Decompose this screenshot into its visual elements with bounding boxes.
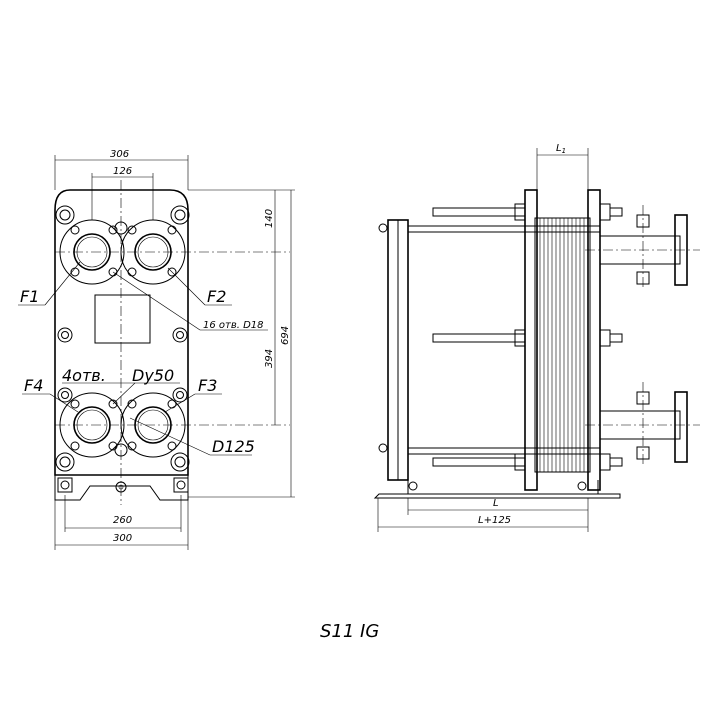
dim-300: 300 [113, 533, 132, 544]
label-f2: F2 [207, 287, 226, 306]
label-f1: F1 [20, 287, 39, 306]
label-flange-size: Dy50 [132, 366, 174, 385]
model-label: S11 IG [320, 621, 379, 642]
side-view: L1 L L+125 [373, 143, 700, 532]
label-pipe-diameter: D125 [212, 437, 255, 456]
top-nozzle [585, 205, 700, 290]
dim-694: 694 [280, 326, 291, 345]
top-flanges [55, 219, 290, 285]
tie-rods [432, 203, 623, 471]
dim-l: L [493, 498, 499, 509]
dim-394: 394 [264, 349, 275, 368]
front-view: 306 126 260 300 694 140 394 F1 F2 16 отв… [18, 149, 295, 550]
label-flange-holes: 4отв. [62, 366, 106, 385]
label-f4: F4 [24, 376, 43, 395]
dim-126: 126 [113, 166, 132, 177]
dim-306: 306 [110, 149, 129, 160]
label-holes: 16 отв. D18 [203, 320, 264, 331]
dim-l1: L1 [556, 143, 566, 155]
dim-140: 140 [264, 209, 275, 228]
front-window [94, 294, 151, 344]
dim-260: 260 [113, 515, 132, 526]
bottom-nozzle [585, 382, 700, 465]
dim-l125: L+125 [478, 515, 511, 526]
plate-pack-lines [539, 218, 585, 472]
bottom-flanges [55, 392, 290, 458]
label-f3: F3 [198, 376, 217, 395]
front-foot [54, 475, 189, 501]
tie-bolts [55, 205, 190, 472]
plate-pack [534, 217, 591, 473]
